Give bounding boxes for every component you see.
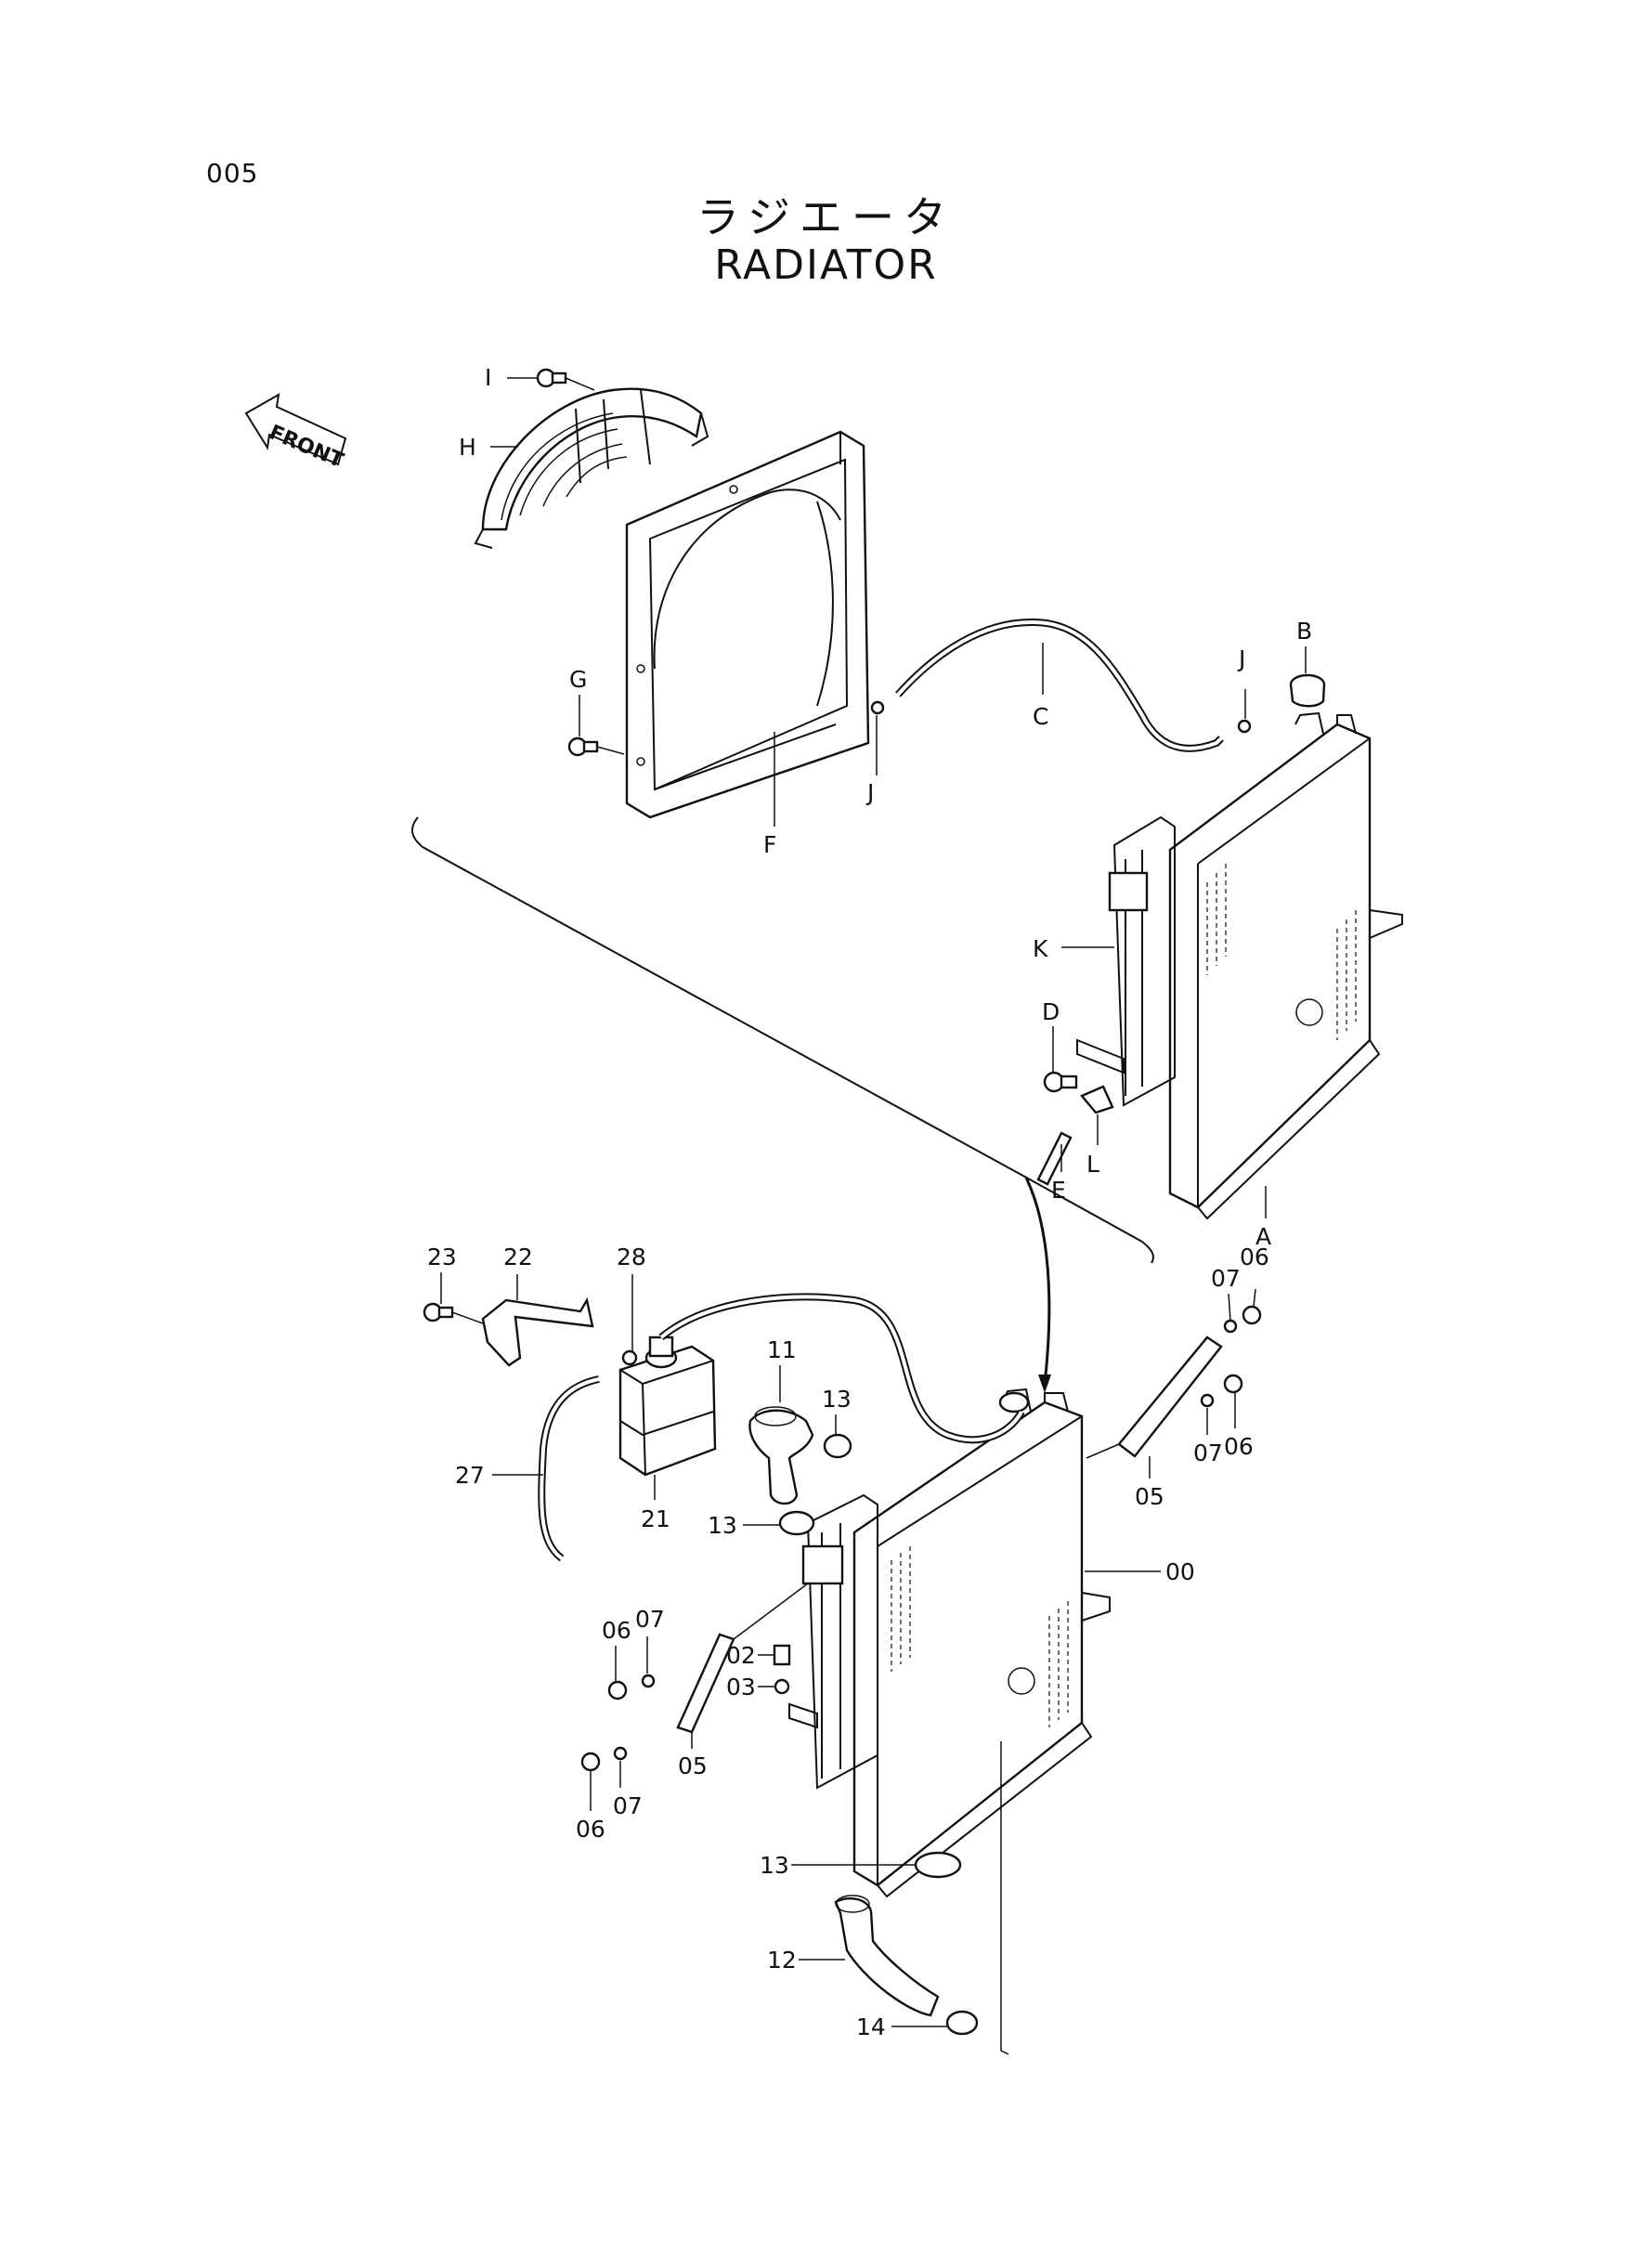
washer-07a-part bbox=[1223, 1319, 1238, 1334]
callout-B: B bbox=[1296, 618, 1312, 645]
callout-06: 06 bbox=[1224, 1433, 1254, 1460]
fan-guard-part bbox=[474, 387, 709, 549]
callout-05: 05 bbox=[678, 1752, 708, 1779]
callout-11: 11 bbox=[767, 1336, 797, 1363]
plug-02-part bbox=[773, 1644, 791, 1666]
bolt-06a-part bbox=[1242, 1305, 1262, 1325]
callout-21: 21 bbox=[641, 1505, 670, 1532]
callout-23: 23 bbox=[427, 1244, 457, 1270]
washer-03-part bbox=[774, 1678, 790, 1695]
drain-cock-D-part bbox=[1043, 1071, 1078, 1093]
callout-07: 07 bbox=[1193, 1440, 1223, 1466]
callout-07: 07 bbox=[1211, 1265, 1241, 1292]
callout-D: D bbox=[1042, 998, 1060, 1025]
radiator-core-A-part bbox=[1076, 711, 1403, 1220]
bracket-22-part bbox=[481, 1296, 594, 1367]
callout-03: 03 bbox=[726, 1674, 756, 1700]
elbow-L-part bbox=[1080, 1085, 1114, 1114]
drain-hose-E-part bbox=[1036, 1131, 1073, 1186]
callout-E: E bbox=[1051, 1177, 1066, 1204]
washer-07d-part bbox=[613, 1746, 628, 1761]
fan-shroud-part bbox=[625, 430, 870, 819]
callout-05: 05 bbox=[1135, 1483, 1164, 1510]
callout-06: 06 bbox=[1240, 1244, 1269, 1270]
callout-G: G bbox=[569, 666, 587, 693]
clamp-13a-part bbox=[823, 1433, 852, 1459]
title-japanese: ラジエータ bbox=[696, 192, 956, 242]
bolt-06b-part bbox=[1223, 1374, 1243, 1394]
callout-A: A bbox=[1255, 1223, 1271, 1250]
callout-13: 13 bbox=[822, 1386, 852, 1413]
radiator-assembly-00-part bbox=[788, 1388, 1111, 1898]
stay-05b-part bbox=[676, 1633, 735, 1734]
clip-J-part bbox=[1237, 719, 1252, 734]
callout-00: 00 bbox=[1165, 1558, 1195, 1585]
callout-J: J bbox=[1237, 645, 1245, 672]
bolt-I-part bbox=[536, 368, 595, 391]
group-bracket-curve bbox=[411, 816, 1154, 1264]
washer-07b-part bbox=[1200, 1393, 1215, 1408]
callout-K: K bbox=[1033, 935, 1048, 962]
clamp-13b-part bbox=[778, 1510, 815, 1536]
callout-J: J bbox=[865, 779, 874, 806]
front-arrow-icon: FRONT bbox=[244, 393, 346, 473]
callout-I: I bbox=[485, 364, 491, 391]
callout-C: C bbox=[1033, 703, 1048, 730]
callout-06: 06 bbox=[602, 1617, 631, 1644]
callout-06: 06 bbox=[576, 1816, 605, 1843]
washer-07c-part bbox=[641, 1674, 656, 1688]
clamp-14-part bbox=[945, 2010, 979, 2036]
upper-hose-11-part bbox=[748, 1406, 814, 1505]
bolt-G-part bbox=[567, 736, 625, 757]
callout-27: 27 bbox=[455, 1462, 485, 1489]
clip-J-part bbox=[870, 700, 885, 715]
clip-28-part bbox=[621, 1349, 638, 1366]
lower-hose-12-part bbox=[834, 1895, 940, 2017]
callout-22: 22 bbox=[503, 1244, 533, 1270]
reserve-tank-21-part bbox=[618, 1335, 717, 1477]
overflow-hose-27-part bbox=[538, 1375, 600, 1562]
callout-28: 28 bbox=[617, 1244, 646, 1270]
callout-F: F bbox=[763, 831, 776, 858]
overflow-hose-part bbox=[895, 618, 1224, 752]
callout-H: H bbox=[459, 434, 476, 461]
callout-12: 12 bbox=[767, 1947, 797, 1974]
bolt-06d-part bbox=[580, 1752, 601, 1772]
bolt-23-part bbox=[423, 1302, 484, 1324]
clamp-13c-part bbox=[914, 1851, 962, 1879]
title-english: RADIATOR bbox=[714, 241, 938, 289]
front-label: FRONT bbox=[266, 421, 346, 473]
callout-13: 13 bbox=[760, 1852, 789, 1879]
callout-07: 07 bbox=[635, 1606, 665, 1633]
callout-07: 07 bbox=[613, 1792, 643, 1819]
callout-02: 02 bbox=[726, 1642, 756, 1669]
stay-05a-part bbox=[1117, 1335, 1223, 1458]
bolt-06c-part bbox=[607, 1680, 628, 1700]
callout-14: 14 bbox=[856, 2013, 886, 2040]
callout-L: L bbox=[1086, 1151, 1099, 1178]
radiator-cap-part bbox=[1289, 673, 1326, 708]
page-number: 005 bbox=[206, 158, 259, 189]
callout-13: 13 bbox=[708, 1512, 737, 1539]
